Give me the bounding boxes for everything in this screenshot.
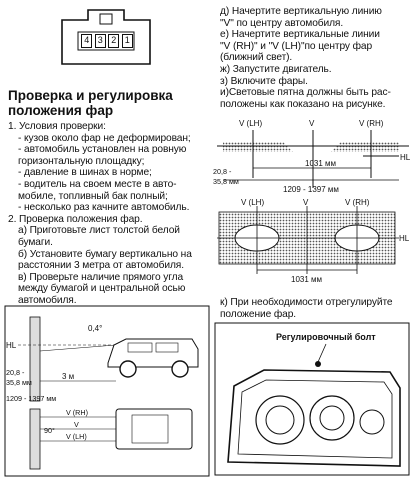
dim-a: 20,8 -: [213, 167, 232, 176]
label-v: V: [303, 198, 309, 207]
right-column: д) Начертите вертикальную линию"V" по це…: [220, 6, 410, 110]
car-alignment-figure: 0,4° HL 3 м 20,8 - 35,8 мм 1209 - 1397 м…: [4, 305, 210, 477]
label-angle: 0,4°: [88, 324, 102, 333]
dim-b: 35,8 мм: [213, 177, 239, 186]
dim-track: 1209 - 1397 мм: [283, 185, 339, 194]
list-item: - кузов около фар не деформирован;: [18, 132, 191, 144]
list-item: автомобиля.: [18, 294, 77, 306]
label-v-rh: V (RH): [66, 408, 88, 417]
label-v-lh: V (LH): [239, 119, 262, 128]
list-item: б) Установите бумагу вертикально на: [18, 248, 192, 260]
step-k: к) При необходимости отрегулируйте полож…: [220, 297, 393, 320]
label-v-rh: V (RH): [345, 198, 370, 207]
procedure-list: 1. Условия проверки:- кузов около фар не…: [8, 121, 208, 330]
section-heading-line: положения фар: [8, 103, 114, 118]
step-k-line: положение фар.: [220, 308, 297, 320]
list-item: з) Включите фары.: [220, 75, 308, 87]
list-item: между бумагой и центральной осью: [18, 283, 186, 295]
dim-b: 35,8 мм: [6, 378, 32, 387]
connector-pin: 3: [94, 34, 106, 48]
dim-width: 1031 мм: [305, 159, 336, 168]
list-item: е) Начертите вертикальные линии: [220, 29, 380, 41]
connector-pin: 2: [108, 34, 120, 48]
list-item: (ближний свет).: [220, 52, 293, 64]
dim-a: 20,8 -: [6, 368, 25, 377]
list-item: и)Световые пятна должны быть рас-: [220, 87, 391, 99]
label-v-rh: V (RH): [359, 119, 384, 128]
list-item: д) Начертите вертикальную линию: [220, 6, 382, 17]
left-column: Проверка и регулировка положения фар 1. …: [8, 88, 208, 330]
label-hl: HL: [399, 234, 410, 243]
label-hl: HL: [400, 153, 411, 162]
connector-pin: 4: [81, 34, 93, 48]
list-item: - автомобиль установлен на ровную: [18, 144, 187, 156]
step-k-line: к) При необходимости отрегулируйте: [220, 297, 393, 308]
label-hl: HL: [6, 341, 17, 350]
dim-track: 1209 - 1397 мм: [6, 394, 56, 403]
adjust-bolt-label: Регулировочный болт: [276, 332, 376, 342]
label-distance: 3 м: [62, 372, 74, 381]
list-item: "V" по центру автомобиля.: [220, 17, 344, 29]
list-item: - давление в шинах в норме;: [18, 167, 152, 179]
label-v: V: [74, 420, 79, 429]
connector-pin: 1: [121, 34, 133, 48]
list-item: 1. Условия проверки:: [8, 121, 106, 132]
list-item: расстоянии 3 метра от автомобиля.: [18, 260, 184, 272]
label-angle-90: 90°: [44, 426, 55, 435]
list-item: - несколько раз качните автомобиль.: [18, 202, 190, 214]
headlamp-figure: Регулировочный болт: [214, 322, 410, 476]
list-item: "V (RH)" и "V (LH)"по центру фар: [220, 40, 373, 52]
dim-width: 1031 мм: [291, 275, 322, 284]
list-item: в) Проверьте наличие прямого угла: [18, 271, 184, 283]
list-item: 2. Проверка положения фар.: [8, 213, 143, 225]
label-v-lh: V (LH): [241, 198, 264, 207]
procedure-continued: д) Начертите вертикальную линию"V" по це…: [220, 6, 410, 110]
list-item: а) Приготовьте лист толстой белой: [18, 225, 180, 237]
connector-figure: 4 3 2 1: [58, 6, 154, 68]
list-item: горизонтальную площадку;: [18, 155, 145, 167]
label-v: V: [309, 119, 315, 128]
list-item: бумаги.: [18, 236, 53, 248]
list-item: мобиле, топливный бак полный;: [18, 190, 168, 202]
beam-pattern-figure: V (LH) V V (RH) HL 20,8 - 35,8 мм 1031 м…: [213, 118, 411, 198]
label-v-lh: V (LH): [66, 432, 87, 441]
list-item: - водитель на своем месте в авто-: [18, 178, 177, 190]
section-heading-line: Проверка и регулировка: [8, 88, 173, 103]
list-item: ж) Запустите двигатель.: [220, 63, 332, 75]
list-item: положены как показано на рисунке.: [220, 98, 386, 110]
paper-figure: V (LH) V V (RH) HL 1031 мм: [213, 198, 411, 284]
